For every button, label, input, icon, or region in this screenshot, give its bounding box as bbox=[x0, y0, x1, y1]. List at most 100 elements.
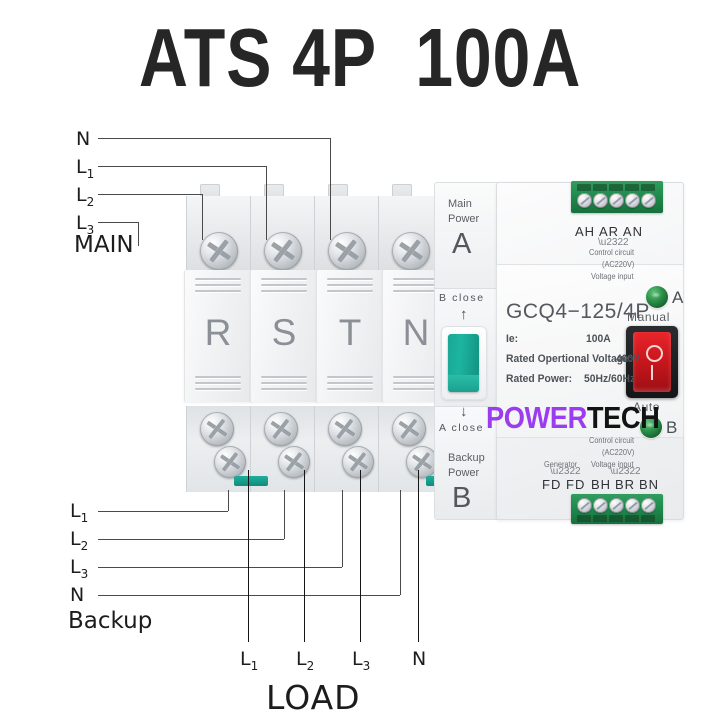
annotation-top-l2: L2 bbox=[76, 184, 95, 209]
terminal-screw bbox=[577, 193, 592, 208]
terminal-screw-bottom-upper bbox=[200, 412, 234, 446]
annotation-load-l1: L1 bbox=[240, 648, 259, 673]
terminal-screw-bottom-upper bbox=[392, 412, 426, 446]
main-power-column bbox=[434, 182, 498, 294]
leader-line bbox=[98, 567, 342, 568]
backup-power-letter: B bbox=[452, 482, 472, 514]
backup-power-line1: Backup bbox=[448, 452, 485, 464]
bottom-terminal-note3: Voltage input bbox=[591, 460, 634, 469]
terminal-slot bbox=[577, 515, 591, 522]
annotation-load-l2: L2 bbox=[296, 648, 315, 673]
spec-label-voltage: Rated Opertional Voltage: bbox=[506, 353, 633, 365]
manual-slider-well bbox=[441, 326, 487, 400]
vent-slots bbox=[195, 376, 241, 394]
leader-line bbox=[266, 166, 267, 240]
vent-slots bbox=[261, 278, 307, 296]
bottom-terminal-label-fd2: FD bbox=[566, 477, 586, 492]
terminal-slot bbox=[625, 184, 639, 191]
terminal-slot bbox=[625, 515, 639, 522]
page-title: ATS 4P 100A bbox=[138, 11, 582, 104]
bottom-terminal-note-generator: Generator bbox=[544, 460, 578, 469]
leader-line-load bbox=[248, 470, 249, 642]
terminal-brace-icon: \u2322 bbox=[610, 466, 641, 477]
vent-slots bbox=[327, 376, 373, 394]
leader-line-load bbox=[304, 470, 305, 642]
terminal-brace-icon: \u2322 bbox=[550, 466, 581, 477]
annotation-backup-n: N bbox=[70, 584, 85, 606]
leader-line bbox=[98, 138, 330, 139]
pole-letter: S bbox=[271, 312, 297, 353]
bottom-terminal-label-bn: BN bbox=[639, 477, 660, 492]
bottom-terminal-block[interactable] bbox=[571, 494, 663, 524]
pole-face: T bbox=[316, 270, 384, 402]
annotation-main-label: MAIN bbox=[74, 232, 134, 258]
spec-value-power: 50Hz/60Hz bbox=[584, 373, 636, 385]
power-on-symbol-icon bbox=[650, 365, 654, 380]
leader-line bbox=[228, 490, 229, 511]
manual-slider-handle[interactable] bbox=[448, 334, 479, 392]
led-label-b: B bbox=[666, 418, 678, 437]
annotation-load-n: N bbox=[412, 648, 427, 670]
annotation-backup-l1: L1 bbox=[70, 500, 89, 525]
auto-label: Auto bbox=[633, 400, 661, 414]
top-terminal-labels: AH AR AN bbox=[575, 224, 643, 239]
terminal-screw bbox=[625, 498, 640, 513]
annotation-backup-l2: L2 bbox=[70, 528, 89, 553]
terminal-slot bbox=[641, 515, 655, 522]
leader-line bbox=[98, 511, 228, 512]
led-indicator-b bbox=[640, 416, 662, 438]
annotation-backup-l3: L3 bbox=[70, 556, 89, 581]
annotation-backup-label: Backup bbox=[68, 608, 153, 634]
leader-line bbox=[202, 194, 203, 240]
arrow-down-icon: ↓ bbox=[460, 403, 468, 420]
terminal-screw-bottom-lower bbox=[342, 446, 374, 478]
power-off-symbol-icon bbox=[645, 345, 663, 362]
terminal-slot bbox=[641, 184, 655, 191]
manual-label: Manual bbox=[627, 310, 670, 324]
leader-line bbox=[284, 490, 285, 539]
main-power-line1: Main bbox=[448, 198, 472, 210]
terminal-screw-bottom-upper bbox=[264, 412, 298, 446]
rocker-button[interactable] bbox=[633, 332, 671, 392]
leader-line bbox=[342, 490, 343, 567]
a-close-label: A close bbox=[439, 422, 485, 434]
spec-label-power: Rated Power: bbox=[506, 373, 573, 385]
annotation-load-l3: L3 bbox=[352, 648, 371, 673]
top-terminal-block[interactable] bbox=[571, 181, 663, 213]
bottom-terminal-label-br: BR bbox=[615, 477, 636, 492]
terminal-screw bbox=[577, 498, 592, 513]
bottom-terminal-label-bh: BH bbox=[591, 477, 612, 492]
watermark-logo: POWERTECH bbox=[486, 400, 660, 436]
pole-letter: N bbox=[402, 312, 430, 353]
terminal-screw bbox=[641, 498, 656, 513]
terminal-slot bbox=[593, 515, 607, 522]
annotation-top-l3: L3 bbox=[76, 212, 95, 237]
top-terminal-note2: (AC220V) bbox=[602, 260, 635, 269]
leader-line bbox=[98, 222, 138, 223]
controller-module: Main Power A B close ↑ ↓ A close Backup … bbox=[434, 176, 684, 524]
leader-line-load bbox=[418, 470, 419, 642]
pole-face: S bbox=[250, 270, 318, 402]
leader-line-load bbox=[360, 470, 361, 642]
watermark-part2: TECH bbox=[586, 400, 660, 435]
terminal-screw bbox=[593, 193, 608, 208]
leader-line bbox=[400, 490, 401, 595]
leader-line bbox=[98, 194, 202, 195]
terminal-screw-top bbox=[392, 232, 430, 270]
pole-face: R bbox=[184, 270, 252, 402]
terminal-screw bbox=[625, 193, 640, 208]
spec-value-voltage: 400V bbox=[616, 353, 641, 365]
terminal-screw bbox=[609, 193, 624, 208]
terminal-screw-bottom-upper bbox=[328, 412, 362, 446]
led-label-a: A bbox=[672, 288, 684, 307]
backup-power-column bbox=[434, 406, 498, 520]
vent-slots bbox=[393, 278, 439, 296]
manual-auto-rocker-switch[interactable] bbox=[626, 326, 678, 398]
annotation-load-label: LOAD bbox=[266, 678, 361, 717]
bottom-terminal-label-fd1: FD bbox=[542, 477, 562, 492]
spec-label-ie: Ie: bbox=[506, 333, 519, 345]
main-power-line2: Power bbox=[448, 213, 480, 225]
terminal-screw-top bbox=[264, 232, 302, 270]
leader-line bbox=[98, 166, 266, 167]
